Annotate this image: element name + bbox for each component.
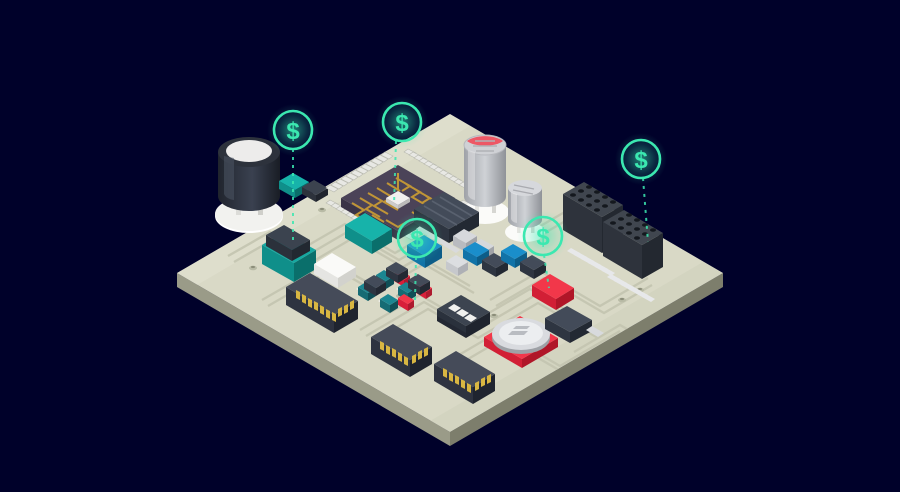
price-markers: $ $ $ $ <box>267 96 667 301</box>
header-legs-tall <box>567 248 615 276</box>
edge-connector-left <box>286 273 358 333</box>
marker-leader-line <box>543 254 550 289</box>
header-legs-short <box>607 274 655 302</box>
marker-dollar-label: $ <box>410 226 424 253</box>
teal-inductor-block <box>345 213 392 254</box>
marker-ring <box>396 217 438 259</box>
marker-dollar-label: $ <box>536 224 550 251</box>
board-surface-shading <box>177 114 723 432</box>
marker-ring <box>381 101 423 143</box>
white-connector-block <box>314 253 356 288</box>
marker-dollar-label: $ <box>634 147 648 174</box>
teal-transformer-block <box>262 225 316 282</box>
marker-capacitor[interactable]: $ <box>267 104 319 242</box>
board-side-right <box>450 273 723 446</box>
marker-resistor[interactable]: $ <box>517 210 569 289</box>
edge-connector-middle <box>371 324 432 377</box>
marker-processor[interactable]: $ <box>376 96 428 206</box>
electrolytic-capacitor-large <box>215 137 283 233</box>
diode-group-4 <box>378 294 414 313</box>
transistor-bodies <box>364 262 430 296</box>
resistor-array <box>437 295 490 338</box>
smd-resistor-black <box>302 180 328 202</box>
power-transistor <box>545 306 604 343</box>
smd-chip-row <box>446 242 546 279</box>
diode-cluster <box>356 262 432 313</box>
marker-ring <box>272 109 314 151</box>
marker-leader-line <box>393 140 397 206</box>
marker-dollar-label: $ <box>395 110 409 137</box>
marker-header[interactable]: $ <box>615 133 667 243</box>
marker-ring <box>620 138 662 180</box>
marker-leader-line <box>642 177 649 243</box>
coin-cell-battery <box>484 316 558 368</box>
electrolytic-capacitor-red-top <box>461 134 509 224</box>
board-side-left <box>177 273 450 446</box>
marker-transistor[interactable]: $ <box>391 212 443 301</box>
edge-connector-right <box>434 351 495 404</box>
marker-ring <box>522 215 564 257</box>
marker-dollar-label: $ <box>286 118 300 145</box>
red-component-block <box>532 274 574 310</box>
